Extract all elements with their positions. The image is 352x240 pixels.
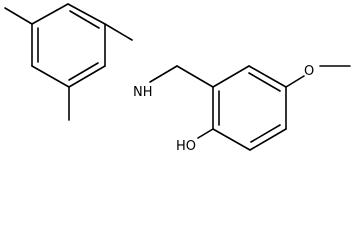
aryl-nitrogen-bond [104, 23, 133, 41]
methylene-ring-bond [176, 65, 214, 88]
ring-a-bond-4 [31, 65, 70, 88]
ring-b-double-bond-1 [248, 72, 281, 92]
ring-b-bond-2 [248, 65, 287, 88]
ring-a-bond-3 [68, 65, 106, 88]
molecule-structure: NH O HO [4, 3, 351, 152]
ether-oxygen-label: O [304, 64, 314, 79]
ring-b-bond-1 [212, 65, 250, 88]
ring-a-double-bond-1 [69, 10, 100, 29]
ring-a-double-bond-2 [68, 62, 99, 81]
ring-hydroxyl-bond [197, 128, 214, 139]
ring-b-bond-5 [212, 128, 251, 151]
ring-a-bond-1 [67, 3, 106, 25]
amine-label: NH [133, 85, 153, 100]
methoxyphenol-ring [212, 65, 287, 151]
nitrogen-methylene-bond [149, 65, 178, 83]
ring-b-double-bond-2 [250, 124, 281, 143]
ring-a-bond-6 [31, 3, 69, 25]
ring-b-bond-4 [249, 128, 287, 151]
dimethylphenyl-ring [31, 3, 106, 88]
hydroxyl-label: HO [176, 139, 196, 152]
ring-oxygen-bond [285, 75, 305, 88]
methyl-bond-para [4, 7, 33, 25]
